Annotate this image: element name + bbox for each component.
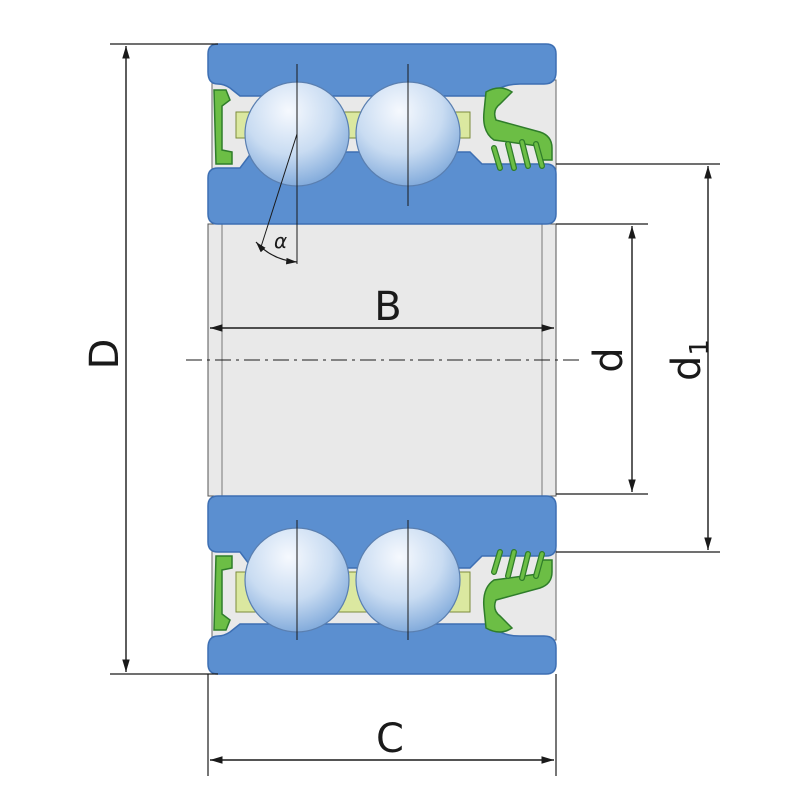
- bottom-section: [207, 495, 557, 675]
- dimension-D: D: [82, 43, 218, 675]
- label-d: d: [586, 347, 632, 372]
- top-section: α: [207, 43, 557, 265]
- dimension-B: B: [210, 284, 554, 332]
- label-d1: d1: [664, 339, 715, 381]
- label-C: C: [376, 716, 404, 762]
- dimension-d: d: [556, 223, 648, 495]
- label-D: D: [82, 339, 128, 370]
- dimension-C: C: [207, 674, 557, 776]
- label-d1-subscript: 1: [685, 339, 715, 356]
- seal-left-bottom: [213, 555, 233, 631]
- dimension-d1: d1: [556, 163, 720, 553]
- label-B: B: [374, 284, 401, 330]
- seal-left-top: [213, 89, 233, 165]
- alpha-label: α: [274, 229, 287, 253]
